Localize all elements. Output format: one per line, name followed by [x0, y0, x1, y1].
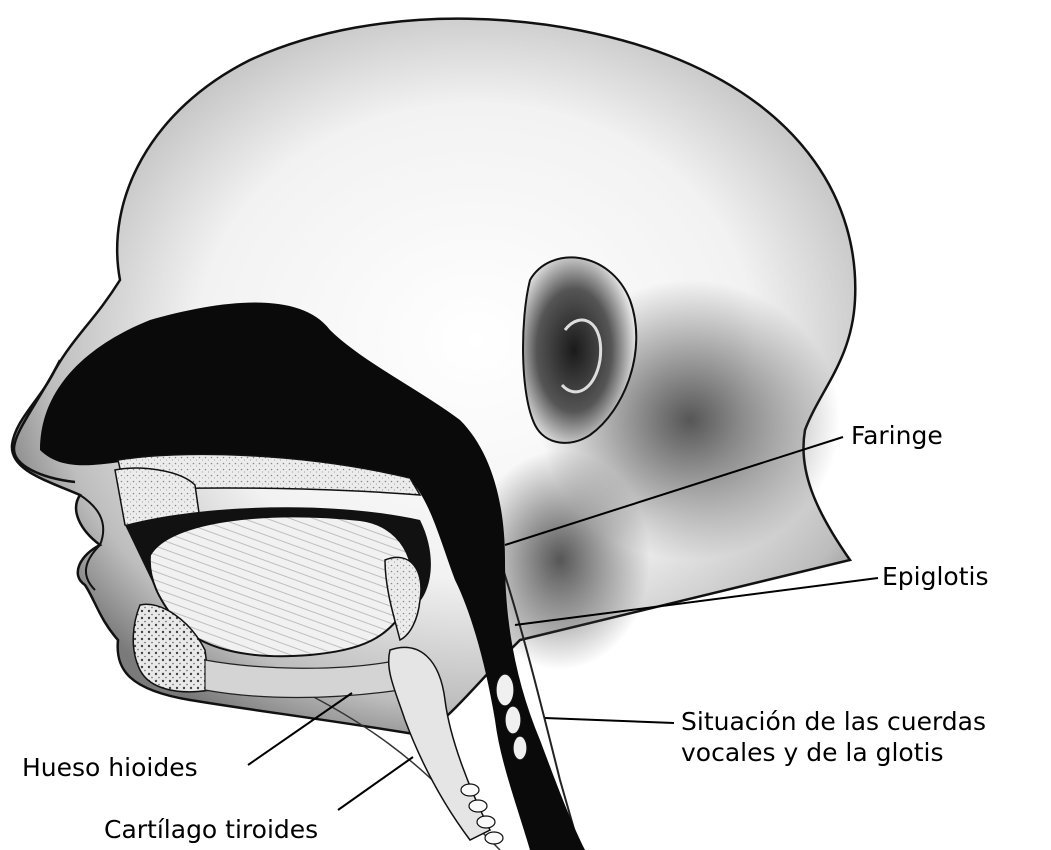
label-cartilago-tiroides: Cartílago tiroides: [104, 814, 318, 845]
label-epiglotis: Epiglotis: [882, 561, 989, 592]
label-situacion-line2: vocales y de la glotis: [681, 737, 986, 768]
leader-line-cartilago-tiroides: [338, 757, 413, 810]
leader-line-situacion: [545, 718, 674, 723]
label-situacion-line1: Situación de las cuerdas: [681, 706, 986, 737]
label-faringe: Faringe: [851, 420, 943, 451]
label-situacion-cuerdas-vocales: Situación de las cuerdas vocales y de la…: [681, 706, 986, 769]
label-hueso-hioides: Hueso hioides: [22, 752, 198, 783]
